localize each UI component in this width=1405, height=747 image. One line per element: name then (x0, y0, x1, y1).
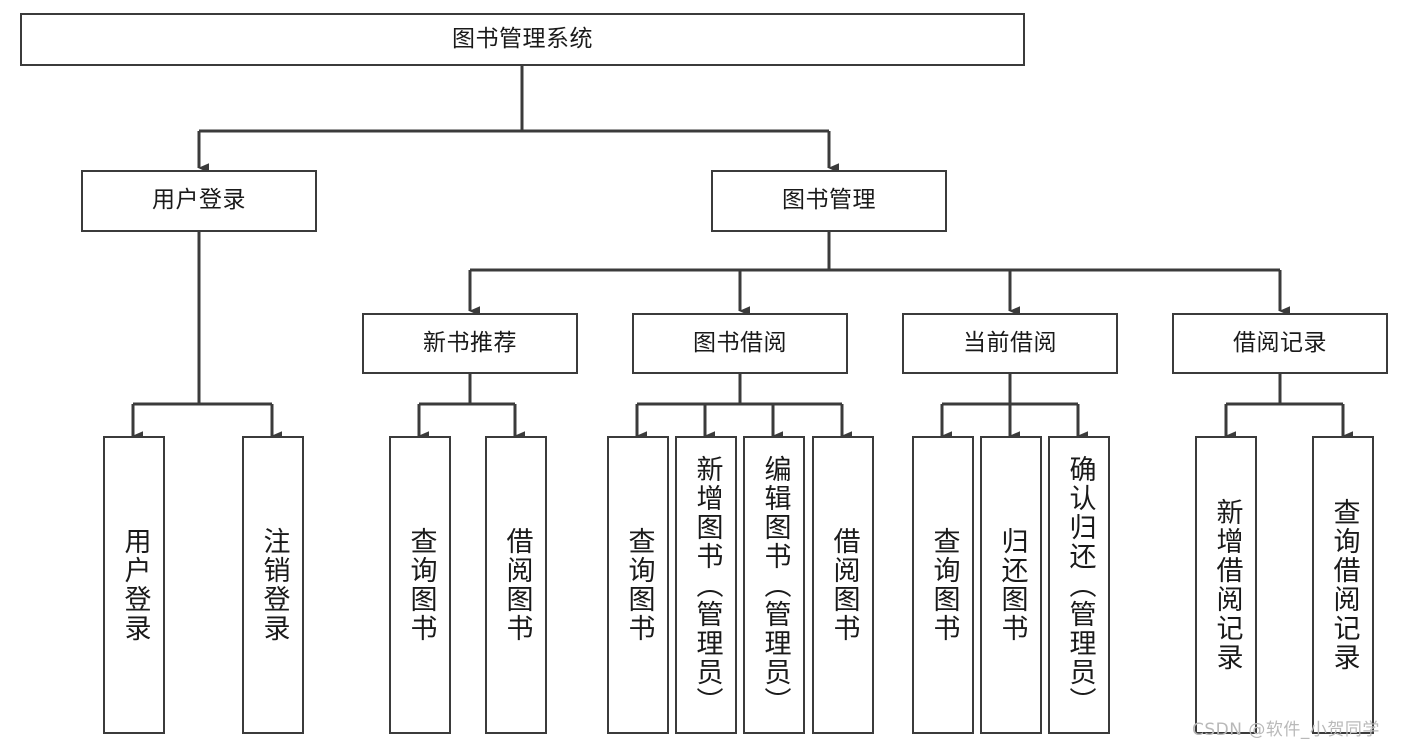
leaf-user-login-1[interactable]: 注销登录 (242, 436, 304, 734)
leaf-current-borrow-0[interactable]: 查询图书 (912, 436, 974, 734)
node-root-label: 图书管理系统 (452, 25, 593, 52)
node-book-management-label: 图书管理 (782, 187, 876, 214)
leaf-label: 注销登录 (258, 527, 290, 643)
node-user-login-label: 用户登录 (152, 187, 246, 214)
leaf-label: 确认归还（管理员） (1064, 454, 1096, 716)
leaf-label: 用户登录 (119, 527, 151, 643)
leaf-label: 新增图书（管理员） (691, 454, 723, 716)
leaf-borrow-record-0[interactable]: 新增借阅记录 (1195, 436, 1257, 734)
leaf-label: 归还图书 (996, 527, 1028, 643)
node-current-borrow[interactable]: 当前借阅 (902, 313, 1118, 374)
node-book-borrow-label: 图书借阅 (693, 329, 787, 356)
node-borrow-record[interactable]: 借阅记录 (1172, 313, 1388, 374)
leaf-borrow-record-1[interactable]: 查询借阅记录 (1312, 436, 1374, 734)
leaf-label: 新增借阅记录 (1211, 498, 1243, 672)
node-new-book-recommend-label: 新书推荐 (423, 329, 517, 356)
leaf-label: 查询图书 (405, 527, 437, 643)
leaf-label: 查询图书 (623, 527, 655, 643)
node-user-login[interactable]: 用户登录 (81, 170, 317, 232)
leaf-label: 编辑图书（管理员） (759, 454, 791, 716)
leaf-label: 查询图书 (928, 527, 960, 643)
node-root[interactable]: 图书管理系统 (20, 13, 1025, 66)
leaf-book-borrow-3[interactable]: 借阅图书 (812, 436, 874, 734)
leaf-current-borrow-2[interactable]: 确认归还（管理员） (1048, 436, 1110, 734)
leaf-book-borrow-0[interactable]: 查询图书 (607, 436, 669, 734)
leaf-label: 借阅图书 (501, 527, 533, 643)
node-current-borrow-label: 当前借阅 (963, 329, 1057, 356)
leaf-book-borrow-2[interactable]: 编辑图书（管理员） (743, 436, 805, 734)
node-borrow-record-label: 借阅记录 (1233, 329, 1327, 356)
leaf-label: 查询借阅记录 (1328, 498, 1360, 672)
leaf-user-login-0[interactable]: 用户登录 (103, 436, 165, 734)
leaf-label: 借阅图书 (828, 527, 860, 643)
leaf-new-book-recommend-0[interactable]: 查询图书 (389, 436, 451, 734)
leaf-book-borrow-1[interactable]: 新增图书（管理员） (675, 436, 737, 734)
leaf-new-book-recommend-1[interactable]: 借阅图书 (485, 436, 547, 734)
leaf-current-borrow-1[interactable]: 归还图书 (980, 436, 1042, 734)
node-book-management[interactable]: 图书管理 (711, 170, 947, 232)
csdn-watermark: CSDN @软件_小贺同学 (1192, 720, 1380, 740)
node-new-book-recommend[interactable]: 新书推荐 (362, 313, 578, 374)
node-book-borrow[interactable]: 图书借阅 (632, 313, 848, 374)
